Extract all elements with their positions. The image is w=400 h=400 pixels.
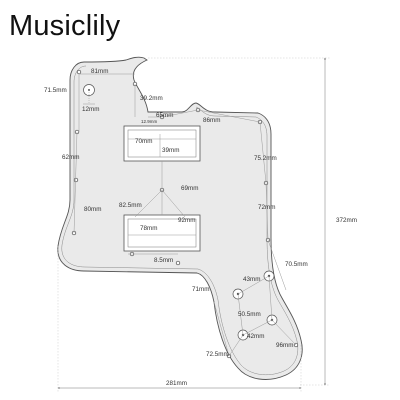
label-96mm: 96mm xyxy=(276,342,294,349)
label-72mm: 72mm xyxy=(258,204,276,211)
label-72-5mm: 72.5mm xyxy=(206,351,229,358)
label-50-5mm: 50.5mm xyxy=(238,311,261,318)
bridge-pickup-inner xyxy=(127,218,197,248)
label-372mm: 372mm xyxy=(336,217,357,224)
label-71mm: 71mm xyxy=(192,286,210,293)
label-80mm: 80mm xyxy=(84,206,102,213)
label-78mm: 78mm xyxy=(140,225,158,232)
pickguard-bevel-line xyxy=(61,65,299,376)
label-62mm: 62mm xyxy=(62,154,80,161)
label-82-5mm: 82.5mm xyxy=(119,202,142,209)
label-39-2mm: 39.2mm xyxy=(140,95,163,102)
label-43mm: 43mm xyxy=(243,276,261,283)
brand-title: Musiclily xyxy=(9,10,121,42)
label-75-2mm: 75.2mm xyxy=(254,155,277,162)
label-12-9mm: 12.9mm xyxy=(141,119,158,124)
label-70mm: 70mm xyxy=(135,138,153,145)
label-70-5mm: 70.5mm xyxy=(285,261,308,268)
label-281mm: 281mm xyxy=(166,380,187,387)
label-86mm: 86mm xyxy=(203,117,221,124)
label-42mm: 42mm xyxy=(247,333,265,340)
label-12mm: 12mm xyxy=(82,106,100,113)
label-92mm: 92mm xyxy=(178,217,196,224)
dimension-lines xyxy=(73,73,297,357)
label-69mm: 69mm xyxy=(181,185,199,192)
label-65mm: 65mm xyxy=(156,112,174,119)
label-8-5mm: 8.5mm xyxy=(154,257,173,264)
label-39mm: 39mm xyxy=(162,147,180,154)
label-71-5mm: 71.5mm xyxy=(44,87,67,94)
neck-pickup-cavity xyxy=(123,125,201,162)
dimension-labels: 81mm 71.5mm 12mm 39.2mm 12.9mm 65mm 86mm… xyxy=(44,68,357,387)
bridge-pickup-cavity xyxy=(123,214,201,252)
label-81mm: 81mm xyxy=(91,68,109,75)
neck-pickup-inner xyxy=(127,129,197,158)
overall-dimensions xyxy=(57,57,330,392)
